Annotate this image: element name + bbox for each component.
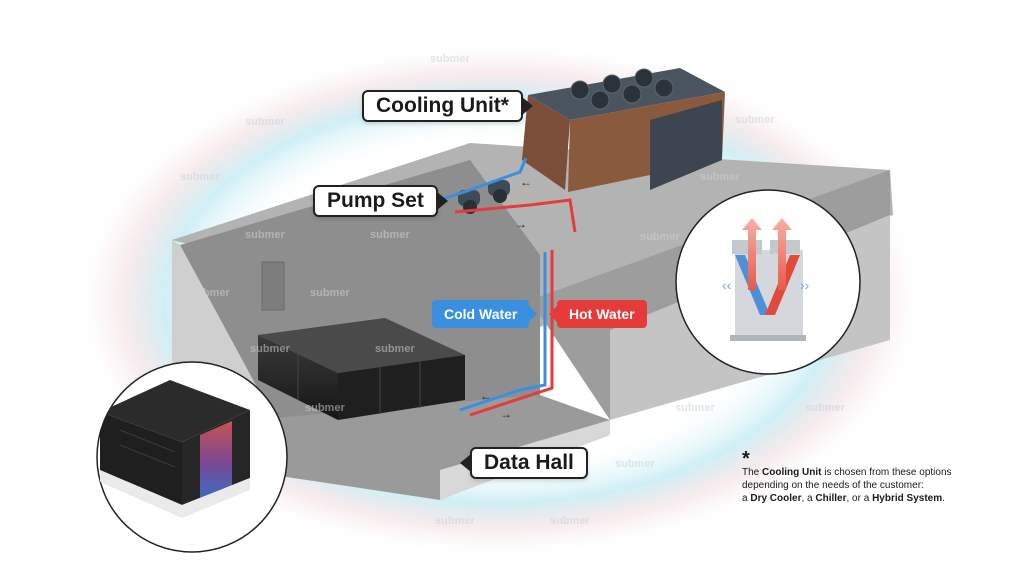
watermark-text: submer bbox=[180, 171, 220, 183]
door bbox=[261, 261, 285, 311]
cooling-unit-label: Cooling Unit* bbox=[362, 90, 533, 122]
watermark-text: submer bbox=[435, 515, 475, 527]
pump-set-label: Pump Set bbox=[313, 185, 448, 217]
footnote-text: , or a bbox=[846, 493, 873, 504]
pipe-cold-vertical bbox=[459, 252, 547, 412]
flow-arrow: ← bbox=[480, 389, 492, 403]
footnote-option-hybrid-system: Hybrid System bbox=[872, 493, 943, 504]
footnote-cooling-unit: Cooling Unit bbox=[762, 467, 822, 478]
watermark-text: submer bbox=[735, 114, 775, 126]
pipe-cold-roof bbox=[439, 157, 528, 202]
footnote-text: . bbox=[942, 493, 945, 504]
cold-water-label: Cold Water bbox=[432, 300, 538, 328]
svg-text:‹‹: ‹‹ bbox=[722, 277, 732, 293]
tank-zoom-circle bbox=[96, 361, 288, 553]
flow-arrow: → bbox=[515, 217, 527, 231]
footnote-text: a bbox=[742, 493, 751, 504]
footnote-option-dry-cooler: Dry Cooler bbox=[750, 493, 802, 504]
building-floor bbox=[240, 395, 610, 500]
footnote-text: is chosen from these options depending o… bbox=[742, 467, 952, 491]
watermark-text: submer bbox=[305, 402, 345, 414]
watermark-text: submer bbox=[190, 287, 230, 299]
footnote-star: * bbox=[742, 448, 750, 470]
watermarks: submer submer submer submer submer subme… bbox=[155, 53, 845, 527]
footnote-option-chiller: Chiller bbox=[815, 493, 847, 504]
cooler-zoom-circle: ‹‹ ›› bbox=[675, 189, 861, 375]
flow-arrow: → bbox=[500, 407, 512, 421]
watermark-text: submer bbox=[245, 116, 285, 128]
data-hall-label: Data Hall bbox=[460, 447, 588, 479]
hot-water-label: Hot Water bbox=[549, 300, 647, 328]
flow-arrow: ← bbox=[520, 175, 532, 189]
watermark-text: submer bbox=[310, 287, 350, 299]
svg-text:››: ›› bbox=[800, 277, 810, 293]
pipe-hot-vertical bbox=[469, 250, 554, 417]
watermark-text: submer bbox=[370, 229, 410, 241]
watermark-text: submer bbox=[430, 53, 470, 65]
watermark-text: submer bbox=[245, 229, 285, 241]
watermark-text: submer bbox=[675, 402, 715, 414]
footnote-text: , a bbox=[801, 493, 816, 504]
watermark-text: submer bbox=[700, 171, 740, 183]
pipe-hot-roof bbox=[454, 198, 577, 233]
data-hall-racks bbox=[258, 318, 465, 420]
watermark-text: submer bbox=[550, 515, 590, 527]
watermark-text: submer bbox=[375, 343, 415, 355]
watermark-text: submer bbox=[640, 231, 680, 243]
cooling-unit-graphic bbox=[522, 68, 725, 192]
cooling-unit-footnote: * The Cooling Unit is chosen from these … bbox=[742, 448, 982, 505]
watermark-text: submer bbox=[250, 343, 290, 355]
pump-set-graphic bbox=[458, 180, 510, 214]
footnote-text: The bbox=[742, 467, 763, 478]
watermark-text: submer bbox=[615, 458, 655, 470]
watermark-text: submer bbox=[805, 402, 845, 414]
